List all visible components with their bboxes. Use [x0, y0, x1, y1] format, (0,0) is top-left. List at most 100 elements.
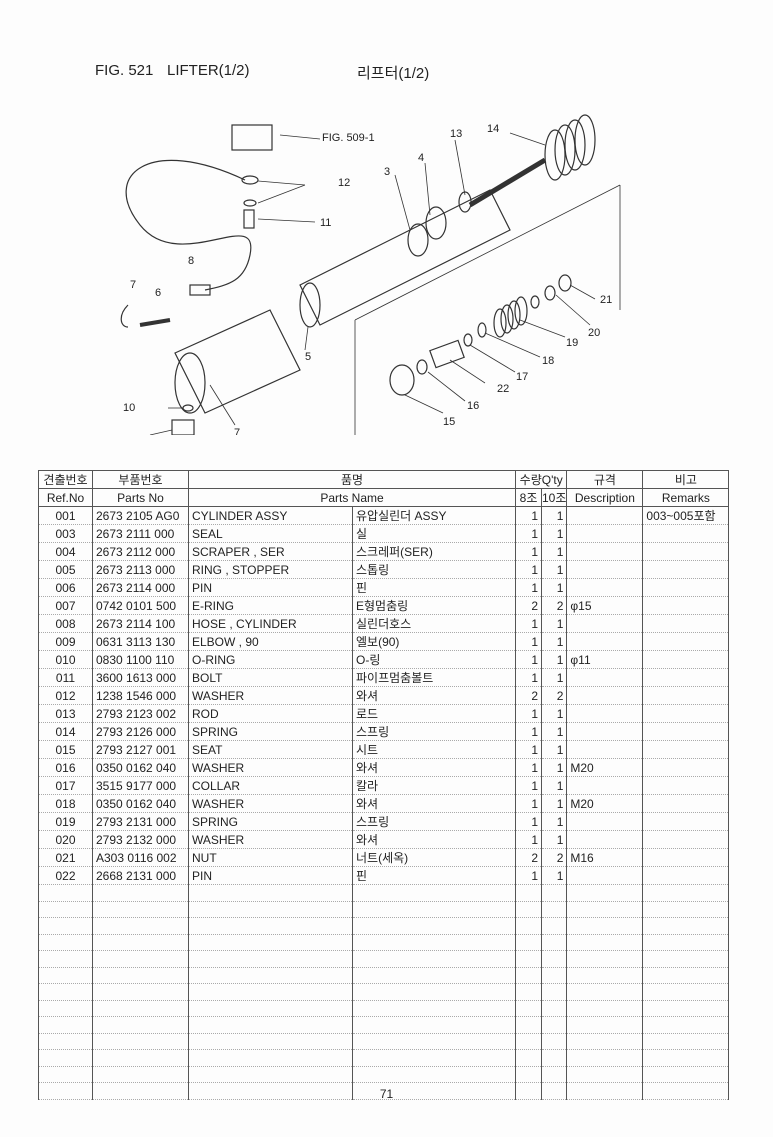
- remarks-cell: [642, 848, 730, 867]
- description-cell: [566, 966, 644, 984]
- part-no-cell: 2793 2127 001: [92, 740, 189, 759]
- name-kr-cell: 유압실린더 ASSY: [352, 506, 516, 525]
- qty-8-cell: 2: [515, 686, 542, 705]
- name-kr-cell: 핀: [352, 578, 516, 597]
- remarks-cell: [642, 740, 730, 759]
- ref-no-cell: [38, 884, 93, 902]
- remarks-cell: 003~005포함: [642, 506, 730, 525]
- qty-8-cell: 1: [515, 614, 542, 633]
- name-kr-cell: 파이프멈춤볼트: [352, 668, 516, 687]
- description-cell: [566, 614, 644, 633]
- remarks-cell: [642, 812, 730, 831]
- name-en-cell: SPRING: [188, 812, 353, 831]
- qty-8-cell: 1: [515, 524, 542, 543]
- ref-no-cell: 018: [38, 794, 93, 813]
- name-kr-cell: [352, 1032, 516, 1050]
- empty-row: [38, 999, 730, 1017]
- empty-row: [38, 983, 730, 1001]
- callout-14: 14: [487, 123, 499, 135]
- qty-10-cell: [540, 933, 568, 951]
- description-cell: [566, 900, 644, 918]
- ref-no-cell: 003: [38, 524, 93, 543]
- name-kr-cell: 시트: [352, 740, 516, 759]
- empty-row: [38, 1082, 730, 1100]
- qty-10-cell: [540, 983, 568, 1001]
- qty-10-cell: [540, 1065, 568, 1083]
- qty-10-cell: 1: [540, 830, 568, 849]
- callout-19: 19: [566, 337, 578, 349]
- description-cell: M20: [566, 758, 644, 777]
- name-en-cell: [188, 1016, 353, 1034]
- description-cell: [566, 776, 644, 795]
- qty-8-cell: [515, 884, 542, 902]
- description-cell: [566, 830, 644, 849]
- remarks-cell: [642, 632, 730, 651]
- figure-number: FIG. 521: [95, 62, 154, 79]
- part-no-cell: [92, 917, 189, 935]
- col-name: Parts Name: [188, 488, 516, 507]
- remarks-cell: [642, 614, 730, 633]
- exploded-parts-diagram: FIG. 509-1 1 8 7 6 5 3 4 13 14 12 11 21 …: [120, 114, 621, 435]
- name-kr-cell: 로드: [352, 704, 516, 723]
- qty-10-cell: [540, 966, 568, 984]
- col-name-kr: 품명: [188, 470, 516, 489]
- description-cell: M16: [566, 848, 644, 867]
- name-en-cell: SPRING: [188, 722, 353, 741]
- name-en-cell: [188, 900, 353, 918]
- qty-8-cell: 1: [515, 560, 542, 579]
- header-row-kr: 견출번호 부품번호 품명 수량Q'ty 규격 비고: [38, 470, 730, 489]
- description-cell: [566, 933, 644, 951]
- qty-8-cell: [515, 933, 542, 951]
- qty-8-cell: [515, 1032, 542, 1050]
- col-partno: Parts No: [92, 488, 189, 507]
- remarks-cell: [642, 950, 730, 968]
- page-number: 71: [379, 1087, 394, 1101]
- elbow-fitting: [231, 124, 273, 151]
- col-qty-10: 10조: [540, 488, 568, 507]
- name-en-cell: [188, 999, 353, 1017]
- empty-row: [38, 1065, 730, 1083]
- remarks-cell: [642, 1032, 730, 1050]
- qty-8-cell: 1: [515, 740, 542, 759]
- remarks-cell: [642, 999, 730, 1017]
- qty-8-cell: 1: [515, 830, 542, 849]
- part-no-cell: 0830 1100 110: [92, 650, 189, 669]
- cylinder-body: [174, 309, 301, 414]
- name-kr-cell: O-링: [352, 650, 516, 669]
- qty-8-cell: 1: [515, 866, 542, 885]
- qty-8-cell: 1: [515, 578, 542, 597]
- name-kr-cell: E형멈춤링: [352, 596, 516, 615]
- description-cell: [566, 560, 644, 579]
- name-kr-cell: [352, 884, 516, 902]
- name-en-cell: ROD: [188, 704, 353, 723]
- qty-10-cell: [540, 1032, 568, 1050]
- ref-no-cell: 013: [38, 704, 93, 723]
- callout-16: 16: [467, 400, 479, 412]
- ref-no-cell: 008: [38, 614, 93, 633]
- empty-row: [38, 950, 730, 968]
- ref-no-cell: 014: [38, 722, 93, 741]
- callout-12: 12: [338, 177, 350, 189]
- figure-reference-label: FIG. 509-1: [322, 132, 375, 144]
- name-kr-cell: [352, 1065, 516, 1083]
- remarks-cell: [642, 596, 730, 615]
- name-kr-cell: 와셔: [352, 758, 516, 777]
- callout-7b: 7: [234, 427, 240, 435]
- name-en-cell: O-RING: [188, 650, 353, 669]
- part-no-cell: 2673 2114 100: [92, 614, 189, 633]
- qty-10-cell: [540, 1082, 568, 1100]
- qty-10-cell: 1: [540, 812, 568, 831]
- remarks-cell: [642, 794, 730, 813]
- name-kr-cell: [352, 950, 516, 968]
- part-no-cell: 0742 0101 500: [92, 596, 189, 615]
- ref-no-cell: 017: [38, 776, 93, 795]
- part-no-cell: [92, 884, 189, 902]
- part-no-cell: 3600 1613 000: [92, 668, 189, 687]
- col-ref: Ref.No: [38, 488, 93, 507]
